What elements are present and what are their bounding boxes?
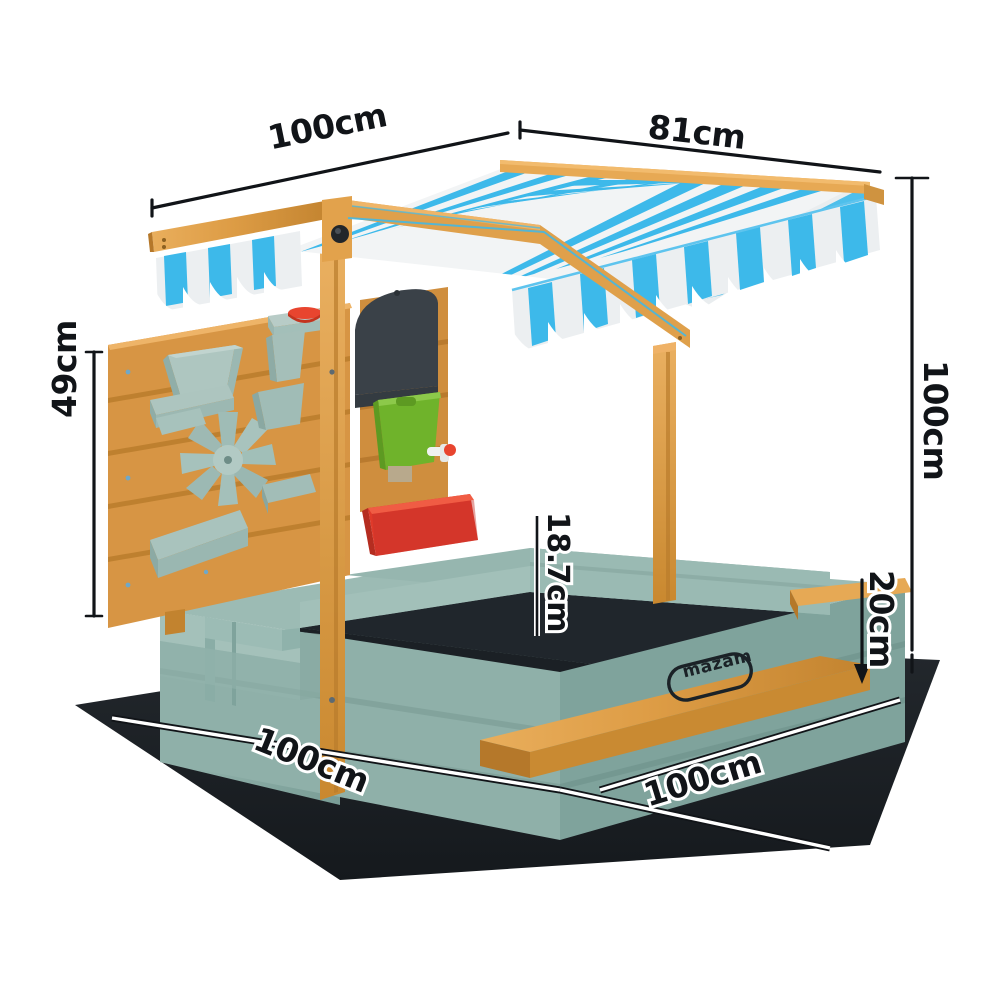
chute-lower-left	[150, 510, 248, 578]
water-bucket	[373, 392, 456, 482]
red-bowl	[288, 307, 322, 323]
bench-seat	[480, 656, 870, 778]
canopy-scallop-right	[511, 194, 880, 372]
dimension-lines	[84, 120, 930, 684]
chalkboard	[355, 289, 438, 408]
bracket-right	[262, 474, 316, 514]
chute-upper-right	[266, 330, 305, 382]
dimline-box-side	[598, 696, 902, 794]
play-accessories	[150, 307, 336, 578]
support-post-left	[320, 239, 345, 800]
storage-dividers	[160, 610, 320, 706]
dimline-panel-height	[84, 350, 104, 618]
canopy	[148, 160, 884, 372]
dimline-box-front	[111, 714, 831, 852]
brand-badge	[667, 652, 753, 702]
dimline-total-height	[894, 176, 930, 652]
red-tray	[362, 494, 478, 556]
rim-cap-right	[790, 578, 912, 620]
support-post-right	[653, 342, 676, 604]
bucket-tap	[427, 444, 456, 462]
dimline-box-height	[854, 578, 914, 684]
bracket-left	[156, 408, 206, 435]
dimline-canopy-left	[150, 131, 510, 218]
dimline-canopy-right	[518, 120, 882, 174]
canopy-scallop-left	[156, 231, 302, 328]
chute-mid	[252, 383, 304, 430]
